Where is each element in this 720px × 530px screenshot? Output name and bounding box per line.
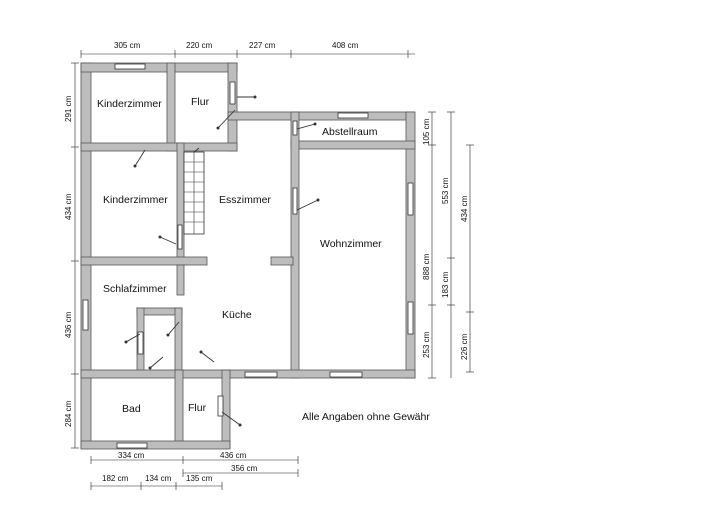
- door-closet: [167, 321, 180, 336]
- wall-outer-bottom: [80, 440, 231, 450]
- door-kueche: [200, 351, 215, 363]
- wall-wohn-left: [290, 111, 300, 379]
- dim-bottom-2-1: 356 cm: [231, 464, 258, 473]
- door-kinder2: [159, 236, 177, 245]
- window-wohn-right-1: [407, 182, 414, 216]
- window-flur-bottom-right: [217, 395, 224, 417]
- room-label-kinderzimmer-1: Kinderzimmer: [97, 98, 162, 110]
- window-wohn-left: [292, 187, 298, 215]
- wall-schlaf-right: [176, 264, 185, 296]
- window-abstell-top: [337, 112, 369, 119]
- window-bad-bottom: [116, 442, 148, 449]
- room-label-flur-top: Flur: [191, 96, 210, 108]
- dim-bottom-1-1: 334 cm: [118, 451, 145, 460]
- walls: [80, 62, 416, 450]
- dim-right-a-2: 888 cm: [422, 253, 431, 280]
- dim-bottom-3-3: 135 cm: [186, 474, 213, 483]
- room-label-kinderzimmer-2: Kinderzimmer: [103, 194, 168, 206]
- room-label-kueche: Küche: [222, 309, 252, 321]
- window-kinder2-right: [177, 224, 183, 250]
- room-label-wohnzimmer: Wohnzimmer: [320, 238, 382, 250]
- room-label-bad: Bad: [122, 403, 141, 415]
- dim-top-4: 408 cm: [332, 41, 359, 50]
- dimension-lines: [71, 50, 474, 490]
- dim-right-c-1: 434 cm: [460, 195, 469, 222]
- wall-top-mid: [227, 111, 415, 121]
- dim-right-b-2: 183 cm: [441, 271, 450, 298]
- wall-row1-bottom: [80, 142, 238, 152]
- dim-top-3: 227 cm: [249, 41, 276, 50]
- dimension-labels: 305 cm 220 cm 227 cm 408 cm 291 cm 434 c…: [64, 41, 469, 483]
- window-schlaf-left: [82, 299, 89, 331]
- dim-left-2: 434 cm: [64, 193, 73, 220]
- room-label-flur-bottom: Flur: [188, 402, 207, 414]
- room-label-schlafzimmer: Schlafzimmer: [103, 283, 167, 295]
- window-wohn-right-2: [407, 301, 414, 335]
- room-label-esszimmer: Esszimmer: [219, 194, 271, 206]
- dim-top-1: 305 cm: [114, 41, 141, 50]
- dim-bottom-3-1: 182 cm: [102, 474, 129, 483]
- staircase: [183, 151, 205, 235]
- door-flur-bottom: [221, 411, 241, 426]
- door-abstell: [296, 123, 316, 130]
- window-kinder1-top: [114, 63, 146, 70]
- dim-left-1: 291 cm: [64, 95, 73, 122]
- disclaimer-note: Alle Angaben ohne Gewähr: [302, 411, 430, 423]
- dim-right-a-1: 105 cm: [422, 118, 431, 145]
- dim-bottom-1-2: 436 cm: [220, 451, 247, 460]
- wall-bad-flur-div: [174, 369, 184, 449]
- wall-abstell-bottom: [290, 140, 416, 150]
- window-closet-left: [137, 331, 144, 355]
- dim-left-4: 284 cm: [64, 400, 73, 427]
- wall-flur-right: [227, 62, 238, 152]
- wall-kinder-flur-div: [166, 62, 176, 152]
- windows: [82, 63, 414, 449]
- door-flur-inner: [217, 109, 236, 129]
- wall-outer-right: [405, 111, 416, 379]
- window-wohn-bottom: [329, 371, 363, 378]
- room-labels: Kinderzimmer Flur Abstellraum Kinderzimm…: [97, 96, 382, 415]
- door-schlaf: [125, 333, 141, 343]
- dim-left-3: 436 cm: [64, 311, 73, 338]
- dim-right-c-2: 226 cm: [460, 333, 469, 360]
- dim-right-a-3: 253 cm: [422, 331, 431, 358]
- doors: [124, 95, 320, 427]
- wall-mid-stub: [270, 256, 294, 266]
- dim-right-b-1: 553 cm: [441, 177, 450, 204]
- room-label-abstellraum: Abstellraum: [322, 126, 378, 138]
- wall-outer-left: [80, 62, 92, 449]
- wall-outer-top-left: [80, 62, 238, 73]
- dim-top-2: 220 cm: [186, 41, 213, 50]
- wall-kinder2-bottom: [80, 256, 208, 266]
- door-wohn: [296, 199, 319, 211]
- dim-bottom-3-2: 134 cm: [145, 474, 172, 483]
- window-abstell-left: [292, 120, 298, 136]
- door-closet-bottom: [149, 356, 164, 369]
- window-flur-right: [229, 81, 236, 105]
- wall-closet-right: [174, 307, 183, 377]
- door-kinder1: [134, 149, 146, 167]
- window-kueche-bottom: [244, 371, 278, 378]
